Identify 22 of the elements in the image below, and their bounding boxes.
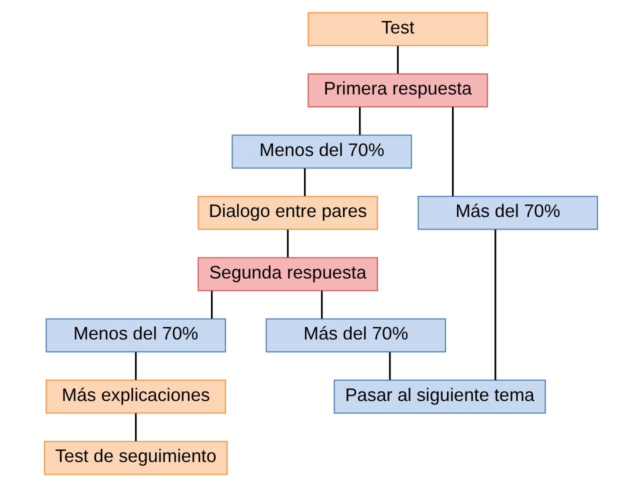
node-box: Más explicaciones bbox=[46, 380, 226, 414]
connector bbox=[210, 290, 213, 319]
node-box: Pasar al siguiente tema bbox=[334, 380, 546, 414]
connector bbox=[286, 230, 289, 258]
node-box: Más del 70% bbox=[418, 196, 598, 230]
connector bbox=[389, 352, 391, 380]
node-box: Test de seguimiento bbox=[44, 440, 228, 475]
connector bbox=[397, 46, 399, 74]
connector bbox=[452, 106, 454, 196]
node-box: Menos del 70% bbox=[46, 318, 226, 352]
node-box: Dialogo entre pares bbox=[198, 196, 378, 230]
connector bbox=[135, 352, 137, 380]
node-box: Segunda respuesta bbox=[198, 257, 378, 292]
node-box: Menos del 70% bbox=[232, 134, 412, 169]
connector bbox=[321, 290, 323, 319]
node-box: Más del 70% bbox=[266, 318, 446, 352]
connector bbox=[494, 230, 496, 380]
connector bbox=[304, 168, 306, 196]
connector bbox=[135, 413, 137, 442]
connector bbox=[359, 107, 361, 135]
node-box: Primera respuesta bbox=[308, 73, 488, 108]
node-box: Test bbox=[308, 12, 488, 46]
